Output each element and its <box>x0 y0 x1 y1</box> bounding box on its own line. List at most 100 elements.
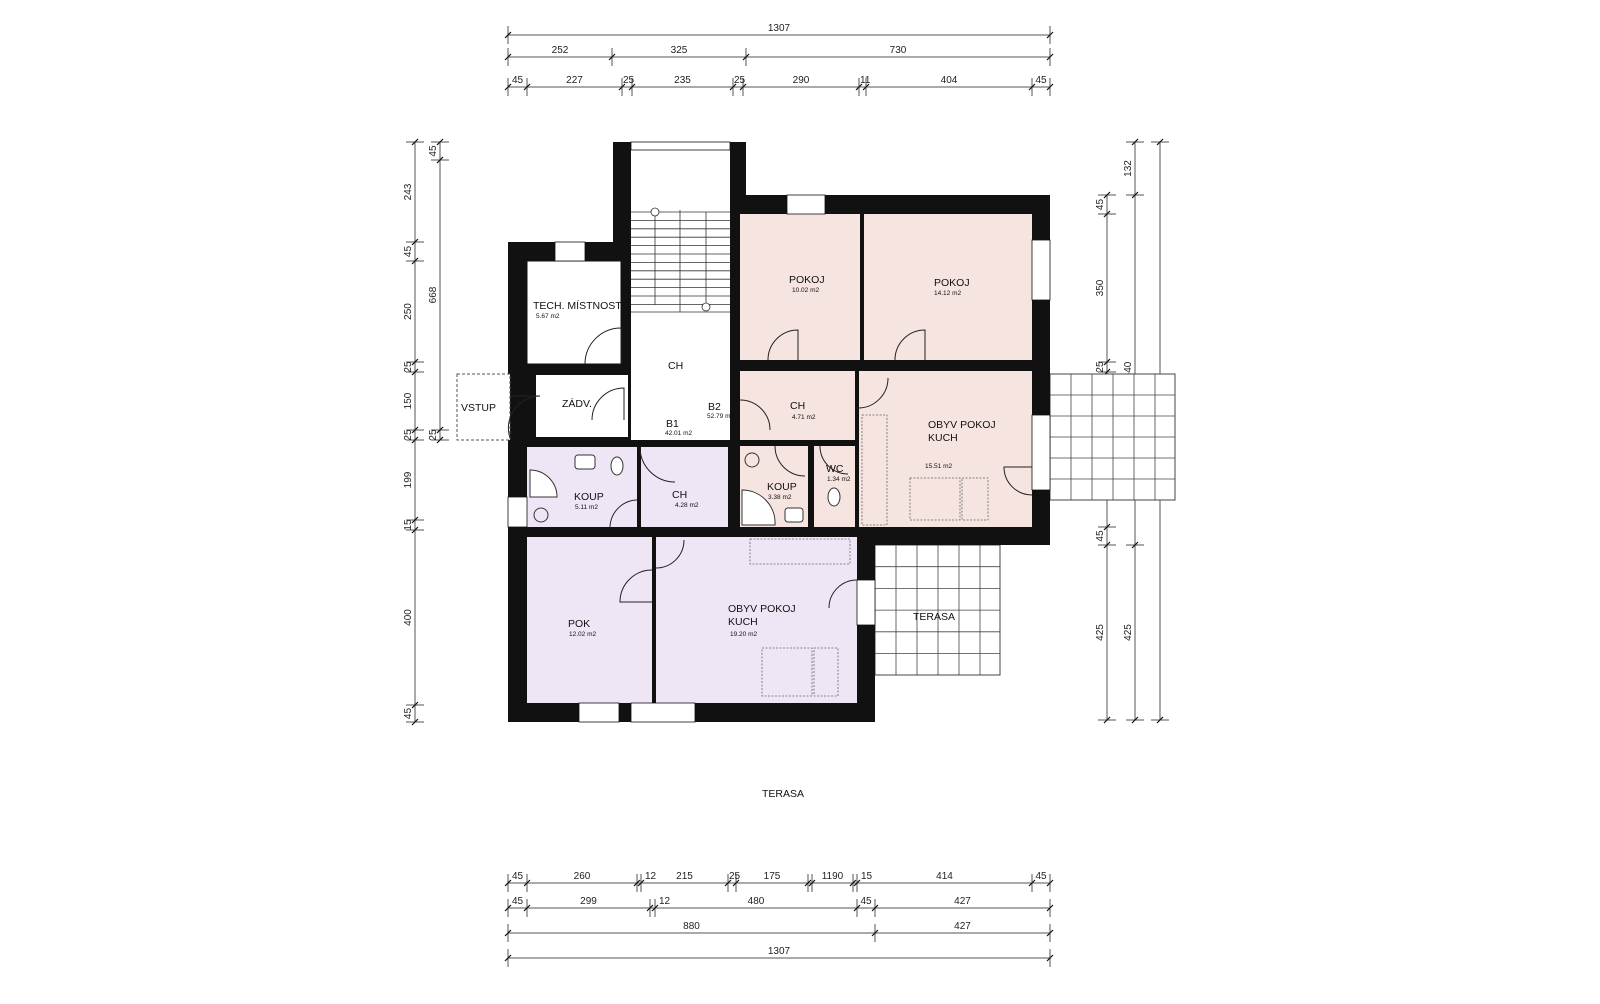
dimension-label: 199 <box>403 471 414 488</box>
dimension-tick-mark <box>411 426 419 434</box>
dimension-tick-mark <box>504 879 512 887</box>
room-area: 4.28 m2 <box>675 502 699 509</box>
dimension-tick-mark <box>523 904 531 912</box>
dimension-tick-mark <box>411 238 419 246</box>
doors <box>507 327 1033 609</box>
dimension-tick-mark <box>637 879 645 887</box>
dimension-tick-mark <box>504 31 512 39</box>
dimension-label: 1307 <box>768 946 791 957</box>
room-obyv-b2 <box>859 371 1032 527</box>
dimension-label: 350 <box>1095 279 1106 296</box>
dimension-tick-mark <box>504 53 512 61</box>
staircase <box>631 207 730 313</box>
dimension-tick-mark <box>1046 31 1054 39</box>
dimension-tick-mark <box>1103 358 1111 366</box>
dimension-label: 25 <box>623 75 635 86</box>
terrace-bottom-grid <box>874 544 1001 676</box>
dimension-tick-mark <box>633 879 641 887</box>
room-name: VSTUP <box>461 402 496 414</box>
dimension-label: 414 <box>936 871 953 882</box>
dimension-tick-mark <box>411 436 419 444</box>
room-area: 5.11 m2 <box>575 504 598 511</box>
dimension-label: 427 <box>954 921 971 932</box>
dimension-label: 25 <box>403 361 414 373</box>
dimension-label: 250 <box>403 303 414 320</box>
stair-start-icon <box>650 207 660 217</box>
dimension-label: 45 <box>1095 199 1106 211</box>
dimension-tick-mark <box>618 83 626 91</box>
dimension-tick-mark <box>1103 523 1111 531</box>
room-area: 10.02 m2 <box>792 287 819 294</box>
dimension-label: 45 <box>512 896 524 907</box>
dimension-tick-mark <box>804 879 812 887</box>
unit-area: 52.79 m2 <box>707 413 734 420</box>
dimension-tick-mark <box>871 904 879 912</box>
dimension-tick-mark <box>411 701 419 709</box>
room-stair-ch <box>631 150 730 440</box>
unit-label: B1 <box>666 418 679 430</box>
dimension-label: 11 <box>860 75 871 86</box>
dimension-tick-mark <box>436 138 444 146</box>
room-name: KUCH <box>728 616 758 628</box>
dimension-tick-mark <box>504 929 512 937</box>
dimension-label: 668 <box>428 286 439 303</box>
dimension-tick-mark <box>808 879 816 887</box>
shower-tray <box>529 469 558 498</box>
dimension-tick-mark <box>1046 879 1054 887</box>
terrace-right-grid <box>1049 373 1176 501</box>
dimension-label: 45 <box>403 246 414 258</box>
room-name: CH <box>790 400 805 412</box>
room-name: OBYV POKOJ <box>928 419 996 431</box>
dimension-tick-mark <box>1046 83 1054 91</box>
dimension-tick-mark <box>1131 191 1139 199</box>
dimension-label: 45 <box>1035 871 1047 882</box>
dimension-label: 25 <box>734 75 746 86</box>
windows <box>507 141 1051 723</box>
dimension-tick-mark <box>724 879 732 887</box>
dimension-tick-mark <box>504 904 512 912</box>
furniture <box>529 414 989 697</box>
shower-icon <box>533 507 549 523</box>
dimension-label: 425 <box>1123 624 1134 641</box>
dimension-tick-mark <box>1131 138 1139 146</box>
dimension-tick-mark <box>729 83 737 91</box>
dimension-label: 175 <box>764 871 781 882</box>
room-area: 14.12 m2 <box>934 290 961 297</box>
room-ch-b2 <box>740 371 855 440</box>
dimension-label: 45 <box>1035 75 1047 86</box>
dimension-tick-mark <box>504 954 512 962</box>
toilet-icon <box>827 487 841 507</box>
terrace-label: TERASA <box>762 788 804 800</box>
dimension-label: 1307 <box>768 23 791 34</box>
dimension-tick-mark <box>1046 53 1054 61</box>
dimension-label: 25 <box>428 429 439 441</box>
unit-label: B2 <box>708 401 721 413</box>
room-name: WC <box>826 463 844 475</box>
dimension-label: 290 <box>793 75 810 86</box>
dimension-tick-mark <box>1103 716 1111 724</box>
room-ch-b1 <box>641 447 728 527</box>
room-name: ZÁDV. <box>562 397 592 410</box>
shower-tray <box>741 489 776 526</box>
dimension-label: 325 <box>671 45 688 56</box>
rooms <box>526 150 1032 703</box>
dimension-tick-mark <box>862 83 870 91</box>
unit-area: 42.01 m2 <box>665 430 692 437</box>
dimension-label: 45 <box>1095 530 1106 542</box>
dimension-tick-mark <box>1131 716 1139 724</box>
room-pokoj-2 <box>864 214 1032 360</box>
dimension-tick-mark <box>1131 541 1139 549</box>
room-obyv-b1 <box>656 537 857 703</box>
vstup-area <box>456 373 511 441</box>
dimension-tick-mark <box>608 53 616 61</box>
dimension-label: 235 <box>674 75 691 86</box>
dimension-tick-mark <box>411 526 419 534</box>
dimension-tick-mark <box>1046 929 1054 937</box>
dimension-label: 12 <box>645 871 657 882</box>
dimension-label: 400 <box>403 609 414 626</box>
dimension-label: 45 <box>403 708 414 720</box>
dimension-tick-mark <box>523 83 531 91</box>
room-wc <box>814 446 855 527</box>
dimension-label: 730 <box>890 45 907 56</box>
